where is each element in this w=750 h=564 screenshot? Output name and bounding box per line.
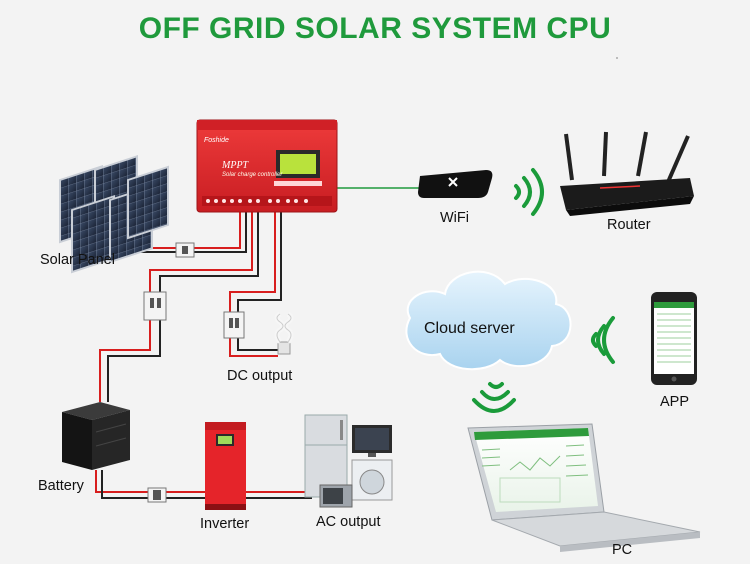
battery-breaker-icon: [143, 291, 167, 321]
ac-output-label: AC output: [316, 514, 381, 530]
battery-label: Battery: [38, 478, 84, 494]
inverter-icon: [205, 422, 246, 510]
cloud-icon: [405, 270, 572, 371]
laptop-icon: [467, 423, 701, 552]
wifi-module-icon: [418, 170, 493, 198]
charge-controller: Foshide MPPT Solar charge controller: [196, 119, 338, 213]
pv-breaker-icon: [175, 242, 195, 258]
wifi-waves-router-icon: [514, 168, 544, 216]
dc-breaker-icon: [223, 311, 245, 339]
router-label: Router: [607, 217, 651, 233]
wifi-waves-phone-icon: [591, 316, 615, 364]
solar-panel-label: Solar Panel: [40, 252, 115, 268]
smartphone-icon: [651, 292, 697, 385]
inverter-breaker-icon: [147, 487, 167, 503]
page-title: OFF GRID SOLAR SYSTEM CPU: [138, 12, 612, 45]
wifi-label: WiFi: [440, 210, 469, 226]
wifi-waves: [472, 168, 615, 413]
wiring: [95, 187, 420, 499]
controller-subtitle: Solar charge controller: [222, 172, 283, 178]
solar-panel-icon: [59, 155, 169, 274]
app-label: APP: [660, 394, 690, 410]
cfl-bulb-icon: [274, 311, 294, 355]
controller-brand: Foshide: [204, 137, 229, 144]
pc-label: PC: [612, 542, 633, 558]
battery-icon: [62, 402, 130, 470]
controller-model: MPPT: [221, 160, 250, 171]
inverter-label: Inverter: [200, 516, 250, 532]
wifi-waves-laptop-icon: [472, 382, 516, 413]
cloud-server-label: Cloud server: [424, 320, 515, 337]
appliances-icon: [304, 414, 393, 508]
dc-output-label: DC output: [227, 368, 293, 384]
router-icon: [560, 131, 694, 216]
